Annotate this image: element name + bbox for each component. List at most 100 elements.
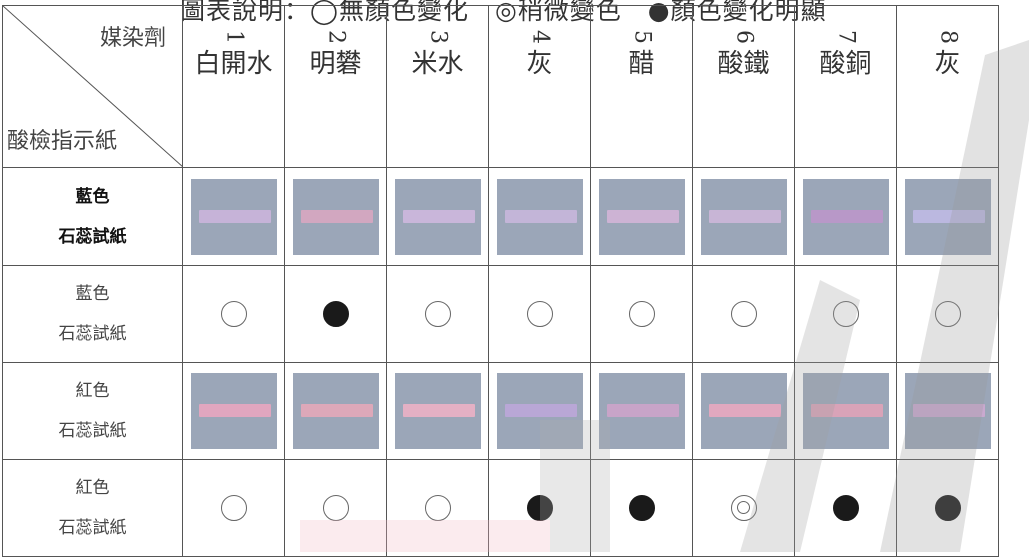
litmus-strip (810, 209, 883, 223)
column-label: 米水 (411, 49, 464, 79)
indicator-label: 酸檢指示紙 (7, 129, 118, 154)
column-number: 7 (833, 30, 859, 44)
strip-photo-cell (488, 167, 591, 266)
litmus-strip (606, 209, 679, 223)
empty-circle-icon (832, 301, 859, 327)
strip-photo-cell (896, 362, 999, 460)
column-label: 酸銅 (819, 49, 872, 79)
column-header-2: 2 明礬 (284, 5, 387, 168)
litmus-strip-photo (700, 373, 787, 449)
result-mark-cell (488, 265, 591, 363)
filled-circle-icon (934, 495, 961, 521)
result-mark-cell (386, 459, 489, 557)
strip-photo-cell (182, 362, 285, 460)
column-number: 3 (425, 30, 451, 44)
filled-circle-icon (832, 495, 859, 521)
row-label-color: 紅色 (75, 478, 110, 498)
litmus-strip-photo (292, 178, 379, 255)
empty-circle-icon (322, 495, 349, 521)
strip-photo-cell (284, 167, 387, 266)
strip-photo-cell (590, 362, 693, 460)
filled-circle-icon (322, 301, 349, 327)
filled-circle-icon (628, 495, 655, 521)
column-header-7: 7 酸銅 (794, 5, 897, 168)
column-number: 2 (323, 30, 349, 44)
litmus-strip (606, 404, 679, 417)
column-number: 1 (221, 30, 247, 44)
strip-photo-cell (590, 167, 693, 266)
strip-photo-cell (386, 362, 489, 460)
empty-circle-icon (628, 301, 655, 327)
litmus-strip-photo (190, 178, 277, 255)
strip-photo-cell (386, 167, 489, 266)
column-number: 4 (527, 30, 553, 44)
litmus-strip (504, 404, 577, 417)
column-label: 白開水 (194, 49, 273, 79)
strip-photo-cell (284, 362, 387, 460)
litmus-strip (300, 404, 373, 417)
row-label-paper: 石蕊試紙 (58, 518, 127, 538)
litmus-strip-photo (598, 373, 685, 449)
filled-circle-icon (526, 495, 553, 521)
row-label-color: 紅色 (75, 381, 110, 401)
litmus-strip-photo (496, 373, 583, 449)
result-mark-cell (488, 459, 591, 557)
litmus-strip-photo (802, 373, 889, 449)
empty-circle-icon (220, 495, 247, 521)
empty-circle-icon (730, 301, 757, 327)
row-label-paper: 石蕊試紙 (58, 226, 127, 247)
column-label: 酸鐵 (717, 49, 770, 79)
litmus-strip-photo (394, 178, 481, 255)
double-circle-icon (730, 495, 757, 521)
column-header-1: 1 白開水 (182, 5, 285, 168)
litmus-strip (300, 209, 373, 223)
result-mark-cell (590, 459, 693, 557)
result-mark-cell (182, 459, 285, 557)
litmus-strip (402, 404, 475, 417)
row-label: 紅色石蕊試紙 (2, 362, 183, 460)
result-mark-cell (794, 265, 897, 363)
litmus-strip (708, 404, 781, 417)
empty-circle-icon (424, 495, 451, 521)
result-mark-cell (794, 459, 897, 557)
strip-photo-cell (182, 167, 285, 266)
column-label: 醋 (628, 49, 655, 79)
empty-circle-icon (934, 301, 961, 327)
litmus-strip-photo (496, 178, 583, 255)
result-mark-cell (284, 459, 387, 557)
litmus-strip (810, 404, 883, 417)
strip-photo-cell (794, 167, 897, 266)
litmus-strip (402, 209, 475, 223)
strip-photo-cell (794, 362, 897, 460)
result-mark-cell (284, 265, 387, 363)
column-number: 6 (731, 30, 757, 44)
litmus-strip-photo (904, 373, 991, 449)
row-label-color: 藍色 (75, 284, 110, 304)
strip-photo-cell (488, 362, 591, 460)
result-row-2: 藍色石蕊試紙 (2, 265, 999, 363)
strip-photo-cell (692, 362, 795, 460)
strip-photo-cell (692, 167, 795, 266)
corner-diagonal (3, 6, 183, 167)
litmus-strip-photo (292, 373, 379, 449)
column-label: 明礬 (309, 49, 362, 79)
empty-circle-icon (526, 301, 553, 327)
column-header-3: 3 米水 (386, 5, 489, 168)
result-mark-cell (896, 265, 999, 363)
row-label-paper: 石蕊試紙 (58, 324, 127, 344)
litmus-strip (504, 209, 577, 223)
result-row-3: 紅色石蕊試紙 (2, 362, 999, 460)
row-label-paper: 石蕊試紙 (58, 421, 127, 441)
litmus-strip (912, 404, 985, 417)
litmus-strip-photo (190, 373, 277, 449)
litmus-strip-photo (598, 178, 685, 255)
row-label: 紅色石蕊試紙 (2, 459, 183, 557)
mordant-label: 媒染劑 (99, 26, 166, 51)
row-label: 藍色石蕊試紙 (2, 167, 183, 266)
column-label: 灰 (934, 49, 961, 79)
row-label-color: 藍色 (75, 186, 110, 207)
